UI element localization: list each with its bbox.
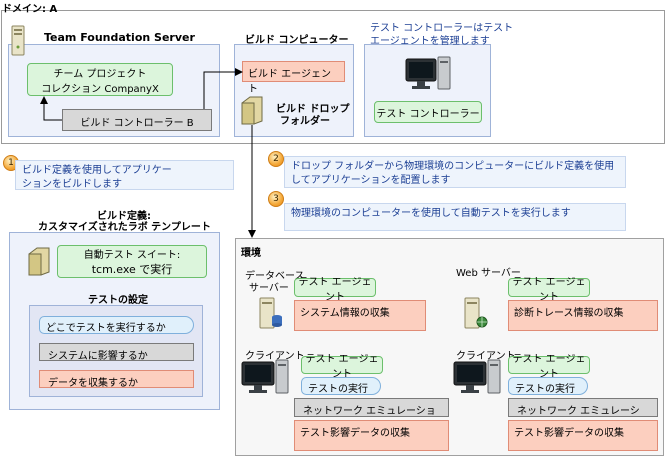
- client2-test-impact[interactable]: テスト影響データの収集: [508, 420, 658, 451]
- web-test-agent[interactable]: テスト エージェント: [508, 277, 590, 303]
- data-collection[interactable]: データを収集するか: [39, 370, 194, 389]
- client2-label: クライアント: [456, 351, 516, 362]
- db-system-info[interactable]: システム情報の収集: [294, 300, 426, 331]
- db-server-line1: データベース: [245, 271, 305, 282]
- system-impact-label: システムに影響するか: [48, 351, 148, 362]
- collection-line2: コレクション CompanyX: [41, 83, 159, 95]
- client2-network-emulation[interactable]: ネットワーク エミュレーション: [508, 398, 658, 432]
- server-icon: [11, 25, 25, 56]
- client2-agent-label: テスト エージェント: [512, 354, 586, 380]
- web-server-label: Web サーバー: [456, 268, 521, 279]
- web-agent-label: テスト エージェント: [512, 276, 586, 303]
- client1-test-agent[interactable]: テスト エージェント: [301, 354, 383, 380]
- db-agent-label: テスト エージェント: [298, 276, 372, 303]
- client1-test-impact[interactable]: テスト影響データの収集: [294, 420, 449, 451]
- step-2-line1: ドロップ フォルダーから物理環境のコンピューターにビルド定義を使用: [291, 161, 615, 172]
- client2-impact-label: テスト影響データの収集: [514, 428, 624, 439]
- domain-frame: [1, 10, 665, 144]
- db-server-icon: [258, 297, 284, 329]
- build-agent-label: ビルド エージェント: [248, 69, 331, 95]
- test-controller[interactable]: テスト コントローラー: [374, 101, 482, 123]
- step-1-callout: ビルド定義を使用してアプリケー ションをビルドします: [15, 160, 234, 190]
- build-controller-label: ビルド コントローラー B: [80, 118, 194, 129]
- step-3-callout: 物理環境のコンピューターを使用して自動テストを実行します: [284, 203, 626, 231]
- data-collect-label: データを収集するか: [48, 378, 138, 389]
- step-2-callout: ドロップ フォルダーから物理環境のコンピューターにビルド定義を使用 してアプリケ…: [284, 156, 626, 188]
- test-controller-note-line2: エージェントを管理します: [370, 36, 490, 47]
- automated-test-suite[interactable]: 自動テスト スイート: tcm.exe で実行: [57, 245, 207, 278]
- client2-run-label: テストの実行: [515, 384, 575, 395]
- client1-run-label: テストの実行: [308, 384, 368, 395]
- step-2-line2: してアプリケーションを配置します: [291, 175, 451, 186]
- build-definition-title-line1: ビルド定義:: [97, 211, 151, 222]
- build-controller[interactable]: ビルド コントローラー B: [62, 109, 212, 131]
- system-impact[interactable]: システムに影響するか: [39, 343, 194, 362]
- test-controller-note-line1: テスト コントローラーはテスト: [370, 23, 514, 34]
- folder-icon-2: [27, 246, 51, 276]
- drop-folder-line2: フォルダー: [280, 116, 330, 127]
- db-collect-label: システム情報の収集: [300, 308, 390, 319]
- client2-test-run[interactable]: テストの実行: [508, 377, 588, 395]
- web-server-icon: [463, 297, 489, 329]
- test-settings-title: テストの設定: [88, 295, 148, 306]
- where-run-label: どこでテストを実行するか: [46, 323, 166, 334]
- collection-line1: チーム プロジェクト: [53, 68, 147, 80]
- build-computer-title: ビルド コンピューター: [245, 35, 349, 46]
- step-3-number: 3: [273, 194, 279, 204]
- db-server-line2: サーバー: [249, 283, 289, 294]
- test-controller-label: テスト コントローラー: [376, 108, 480, 120]
- team-project-collection[interactable]: チーム プロジェクト コレクション CompanyX: [27, 63, 173, 96]
- environment-panel: [235, 238, 664, 456]
- web-collect-label: 診断トレース情報の収集: [514, 308, 624, 319]
- auto-test-line2: tcm.exe で実行: [91, 263, 173, 276]
- folder-icon: [240, 95, 264, 125]
- client2-test-agent[interactable]: テスト エージェント: [508, 354, 590, 380]
- step-1-line1: ビルド定義を使用してアプリケー: [22, 165, 172, 176]
- environment-title: 環境: [241, 248, 261, 259]
- build-definition-title-line2: カスタマイズされたラボ テンプレート: [38, 222, 211, 233]
- computer-icon: [404, 55, 452, 91]
- step-2-number: 2: [273, 154, 279, 164]
- client1-network-emulation[interactable]: ネットワーク エミュレーション: [294, 398, 449, 432]
- client1-agent-label: テスト エージェント: [305, 354, 379, 380]
- client1-test-run[interactable]: テストの実行: [301, 377, 381, 395]
- web-diagnostic-trace[interactable]: 診断トレース情報の収集: [508, 300, 658, 331]
- client1-label: クライアント: [245, 351, 305, 362]
- step-2-badge: 2: [268, 151, 284, 167]
- step-3-line1: 物理環境のコンピューターを使用して自動テストを実行します: [291, 208, 571, 219]
- step-1-line2: ションをビルドします: [22, 179, 122, 190]
- domain-label: ドメイン: A: [2, 4, 58, 15]
- auto-test-line1: 自動テスト スイート:: [83, 250, 181, 261]
- build-agent[interactable]: ビルド エージェント: [242, 61, 345, 95]
- step-3-badge: 3: [268, 191, 284, 207]
- client2-computer-icon: [452, 359, 502, 395]
- client1-impact-label: テスト影響データの収集: [300, 428, 410, 439]
- tfs-title: Team Foundation Server: [44, 31, 195, 44]
- where-run-tests[interactable]: どこでテストを実行するか: [39, 316, 194, 334]
- drop-folder-line1: ビルド ドロップ: [276, 104, 350, 115]
- db-test-agent[interactable]: テスト エージェント: [294, 277, 376, 303]
- step-1-number: 1: [8, 158, 14, 168]
- client1-computer-icon: [240, 359, 290, 395]
